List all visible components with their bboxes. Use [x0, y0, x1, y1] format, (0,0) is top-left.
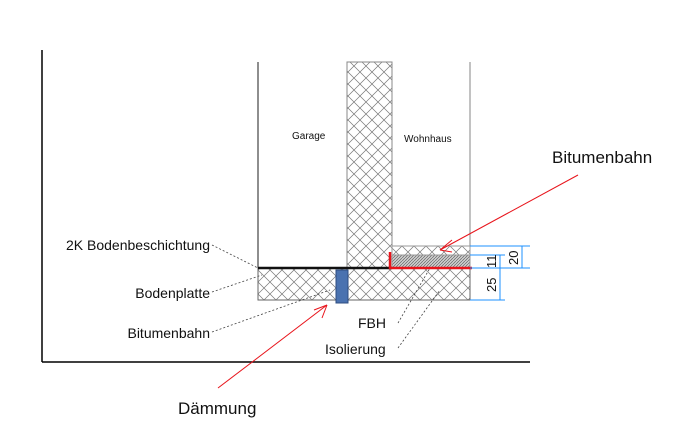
- central-wall: [346, 61, 393, 269]
- room-label-garage: Garage: [292, 131, 326, 142]
- red-arrows: [217, 174, 579, 389]
- label-isolierung: Isolierung: [325, 341, 386, 357]
- label-daemmung: Dämmung: [178, 399, 256, 418]
- dim-25: 25: [484, 278, 499, 292]
- label-bitumenbahn-top: Bitumenbahn: [552, 148, 652, 167]
- dimension-lines: [470, 245, 530, 301]
- leader-lines: [211, 244, 441, 349]
- screed-layer: [391, 254, 471, 269]
- label-bodenbeschichtung: 2K Bodenbeschichtung: [66, 237, 210, 253]
- dim-20: 20: [506, 251, 521, 265]
- daemmung-block: [335, 269, 349, 304]
- bitumen-membrane: [388, 252, 472, 270]
- label-fbh: FBH: [358, 315, 386, 331]
- room-label-wohnhaus: Wohnhaus: [404, 134, 452, 145]
- wohnhaus-slab: [346, 267, 471, 301]
- dim-11: 11: [484, 255, 499, 269]
- label-bodenplatte: Bodenplatte: [135, 285, 210, 301]
- label-bitumenbahn-bottom: Bitumenbahn: [127, 325, 210, 341]
- floor-top-layer: [391, 245, 471, 256]
- bodenplatte-slab: [257, 267, 348, 301]
